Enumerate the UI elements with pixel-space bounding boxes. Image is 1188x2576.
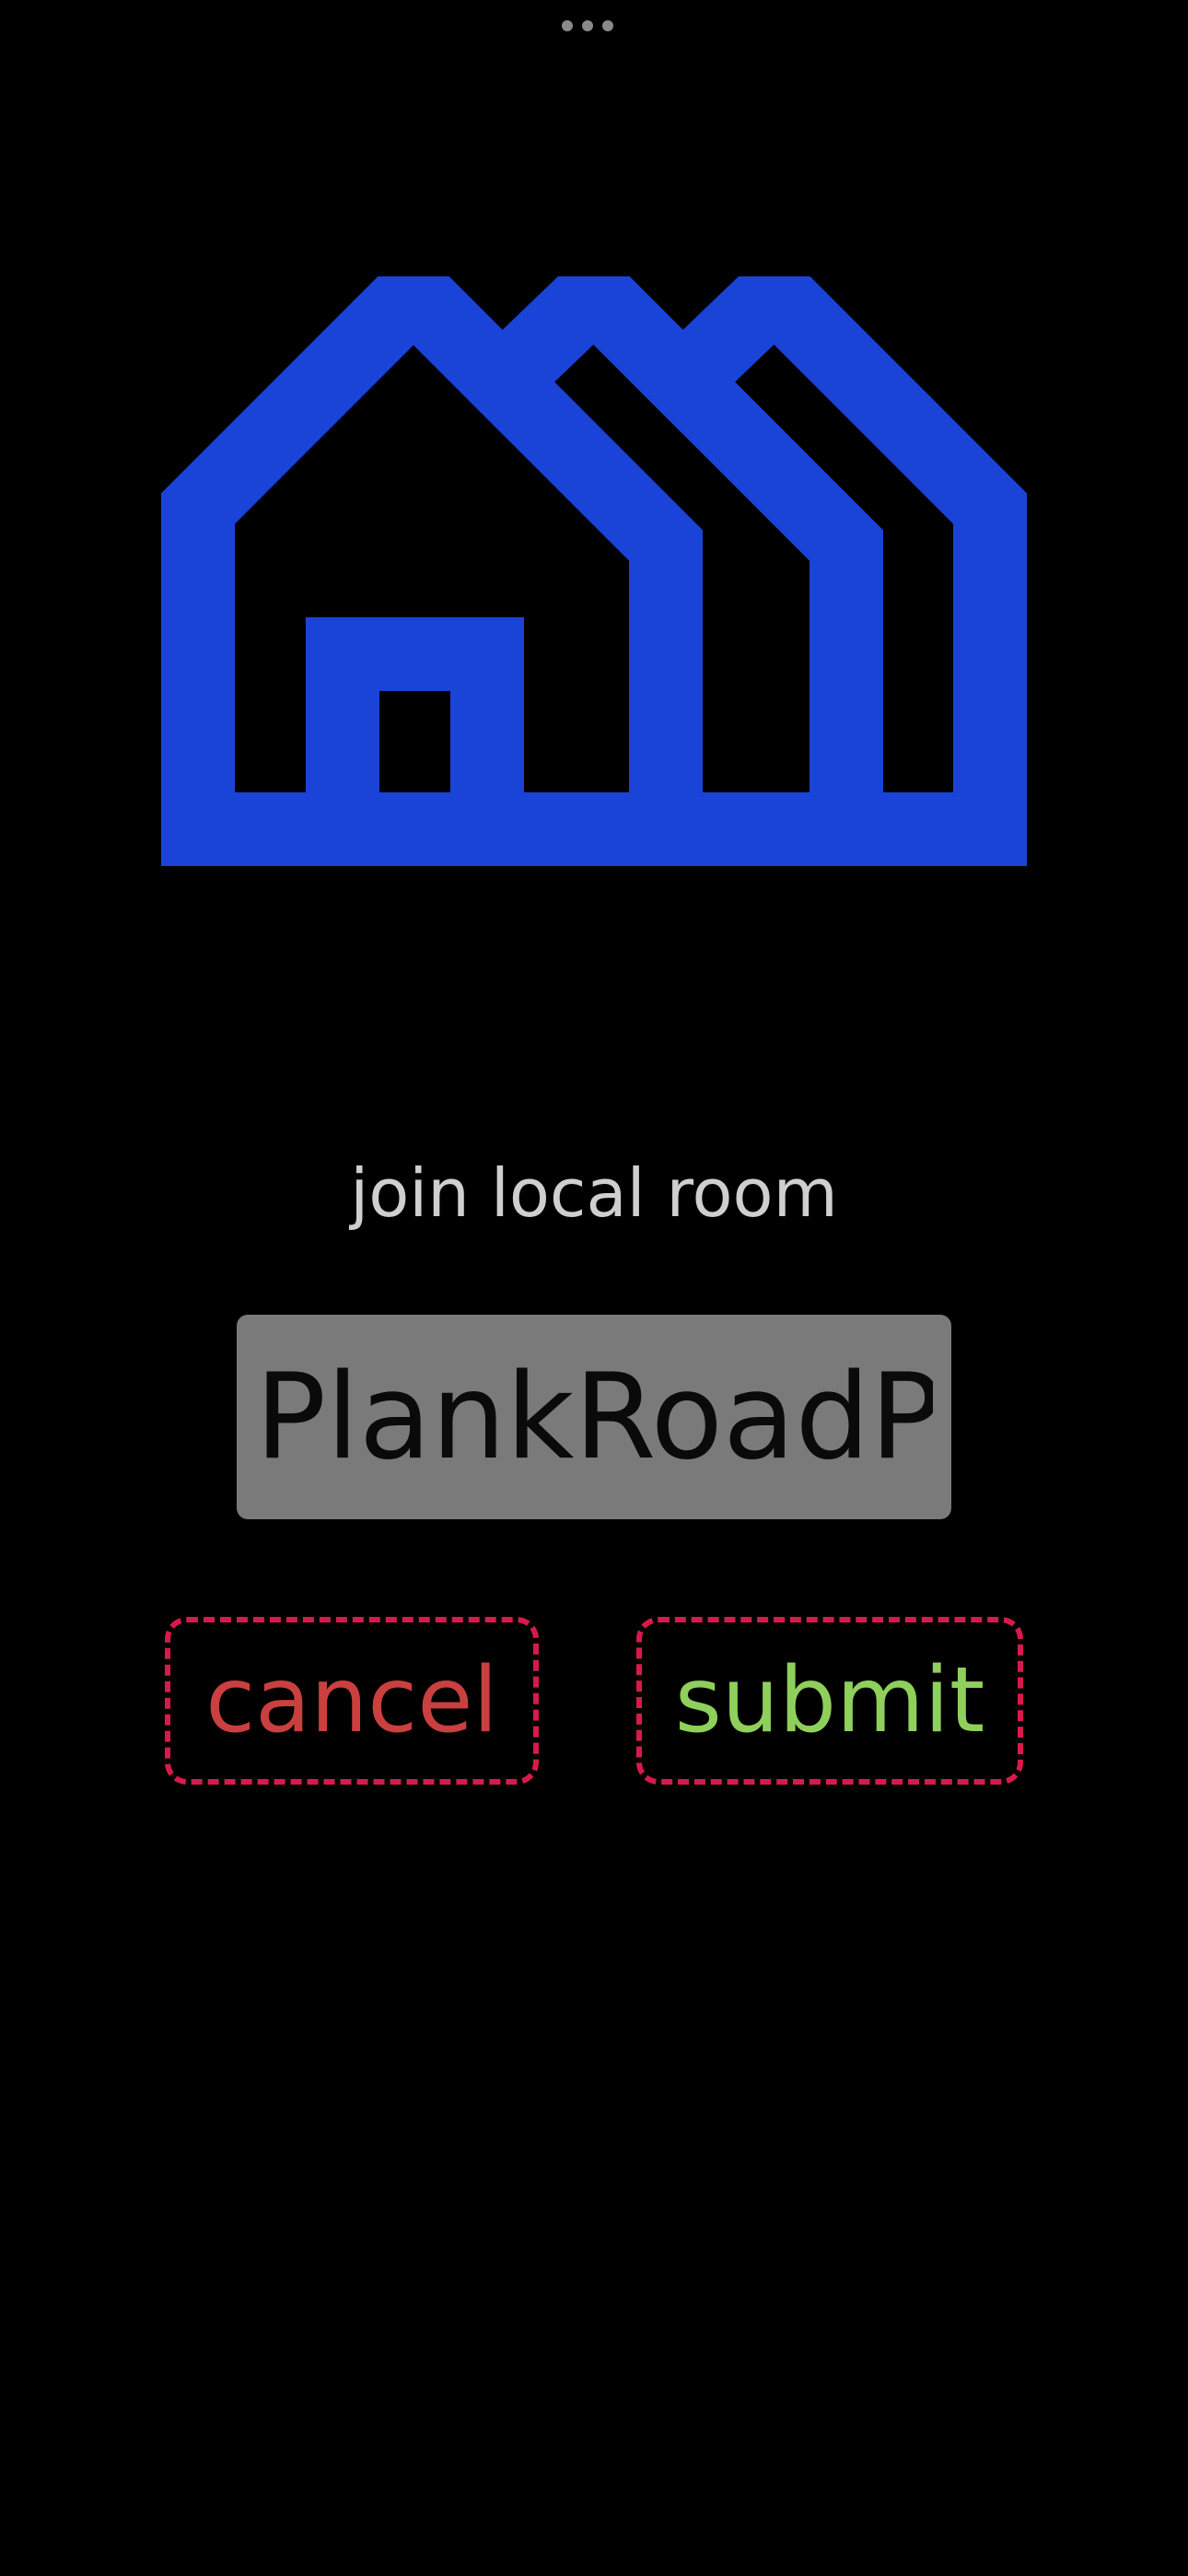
ellipsis-dot	[582, 20, 593, 31]
submit-button[interactable]: submit	[636, 1617, 1023, 1785]
cancel-button[interactable]: cancel	[165, 1617, 539, 1785]
ellipsis-dot	[562, 20, 573, 31]
more-options-ellipsis-icon[interactable]	[562, 18, 613, 33]
dialog-title: join local room	[350, 1154, 838, 1232]
houses-logo-icon	[161, 276, 1027, 866]
room-name-input[interactable]	[237, 1315, 951, 1519]
ellipsis-dot	[602, 20, 613, 31]
